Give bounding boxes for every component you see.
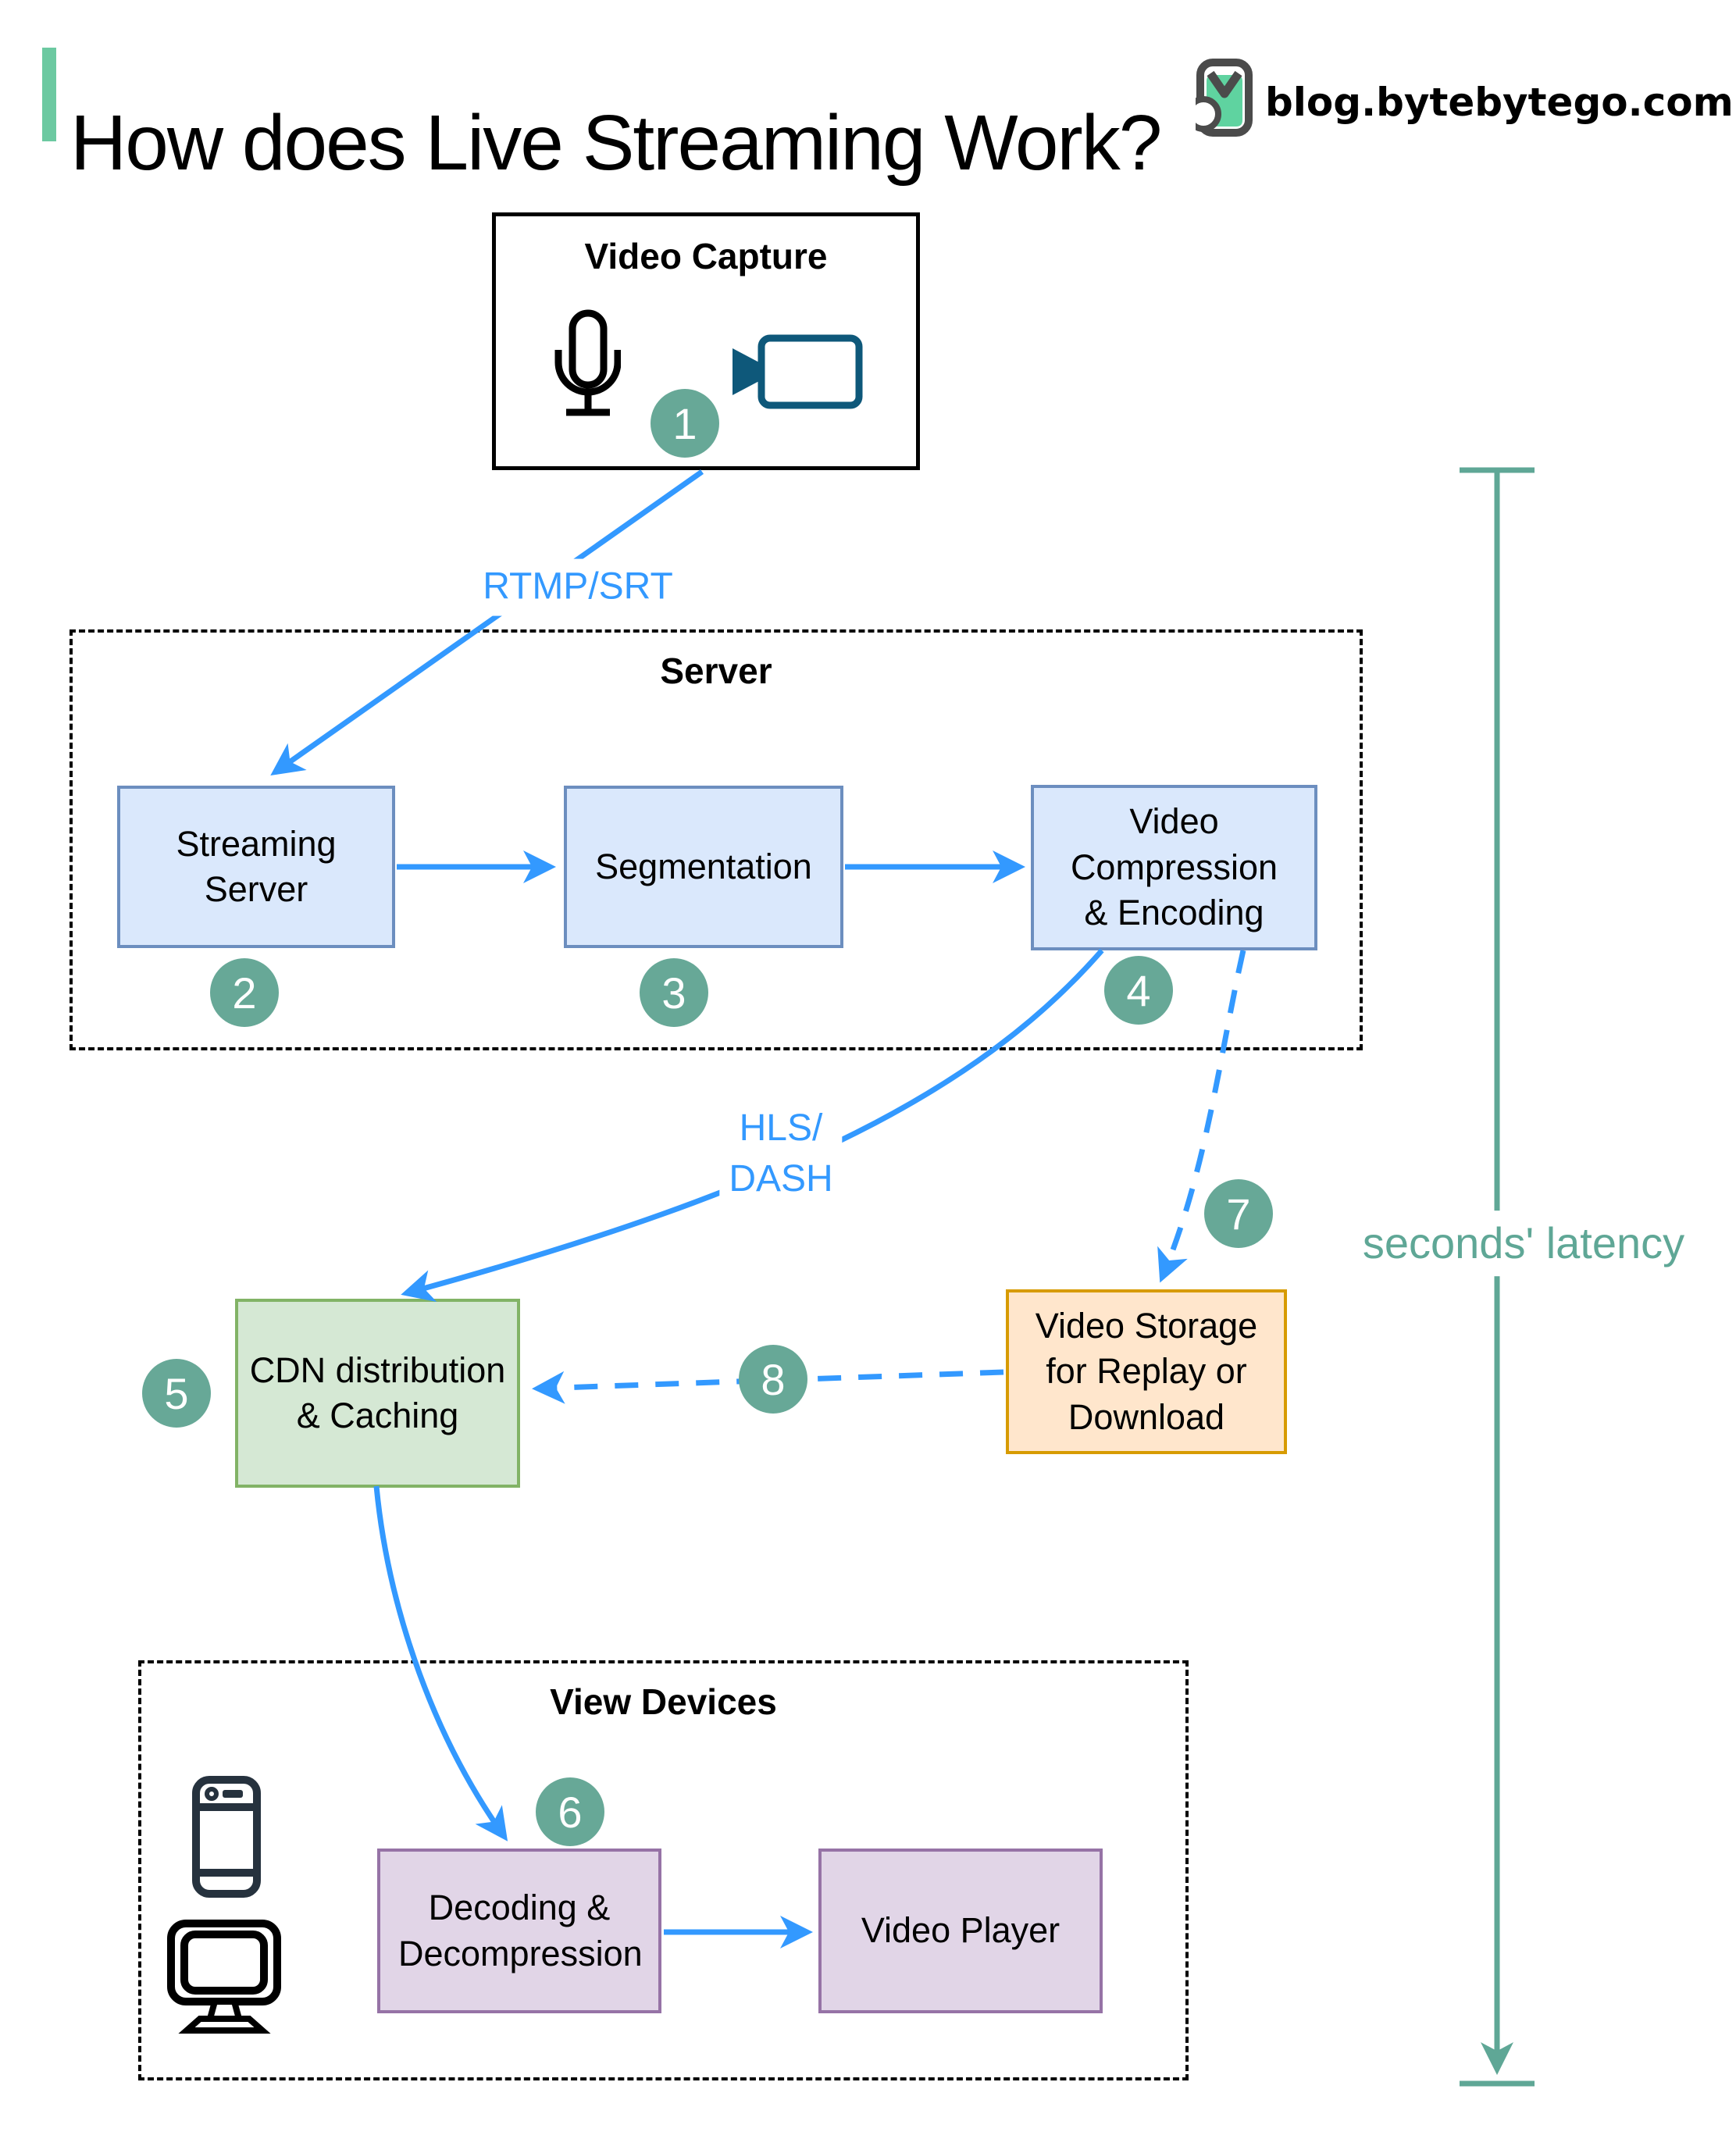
node-video-compression: Video Compression & Encoding: [1031, 785, 1317, 950]
step-badge-6: 6: [536, 1777, 604, 1846]
video-capture-label: Video Capture: [584, 236, 828, 276]
step-badge-7: 7: [1204, 1179, 1273, 1248]
view-devices-section-label: View Devices: [550, 1681, 777, 1722]
hls-dash-label: HLS/ DASH: [719, 1100, 843, 1208]
node-video-storage: Video Storage for Replay or Download: [1006, 1289, 1287, 1454]
step-badge-3: 3: [640, 958, 708, 1027]
video-compression-label: Video Compression & Encoding: [1070, 801, 1278, 933]
smartphone-icon: [192, 1776, 261, 1898]
node-segmentation: Segmentation: [564, 786, 843, 948]
page-title: How does Live Streaming Work?: [70, 99, 1162, 187]
step-badge-5: 5: [142, 1359, 211, 1428]
seconds-latency-label: seconds' latency: [1353, 1210, 1695, 1276]
decoding-label: Decoding & Decompression: [398, 1888, 643, 1973]
section-view-devices: View Devices: [138, 1660, 1189, 2080]
node-video-player: Video Player: [818, 1849, 1103, 2013]
server-section-label: Server: [660, 651, 772, 691]
cdn-label: CDN distribution & Caching: [249, 1349, 506, 1436]
bytebytego-logo-icon: [1196, 59, 1253, 137]
title-accent-bar: [42, 48, 56, 141]
step-badge-2: 2: [210, 958, 279, 1027]
rtmp-srt-label: RTMP/SRT: [473, 558, 683, 616]
microphone-icon: [554, 309, 621, 416]
node-decoding: Decoding & Decompression: [377, 1849, 661, 2013]
video-player-label: Video Player: [861, 1910, 1060, 1951]
node-cdn: CDN distribution & Caching: [235, 1299, 520, 1488]
monitor-icon: [167, 1920, 281, 2034]
step-badge-4: 4: [1104, 956, 1173, 1025]
step-badge-1: 1: [651, 389, 719, 458]
node-streaming-server: Streaming Server: [117, 786, 395, 948]
step-badge-8: 8: [739, 1345, 807, 1414]
video-camera-icon: [733, 334, 863, 409]
video-storage-label: Video Storage for Replay or Download: [1035, 1305, 1258, 1437]
site-url: blog.bytebytego.com: [1265, 80, 1734, 125]
streaming-server-label: Streaming Server: [176, 823, 337, 910]
segmentation-label: Segmentation: [595, 846, 812, 886]
